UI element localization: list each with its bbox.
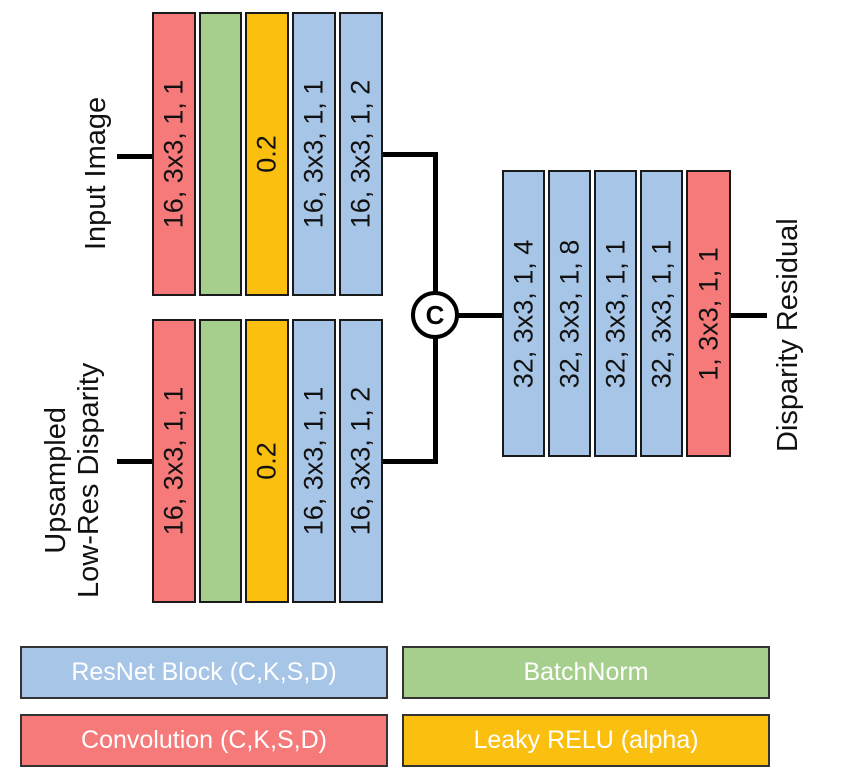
bottom-branch-out-wire	[383, 459, 438, 464]
block-label: 0.2	[251, 135, 282, 173]
top-branch-out-wire	[383, 152, 438, 157]
legend-batchnorm: BatchNorm	[402, 646, 770, 699]
bottom-resnet-block-1: 16, 3x3, 1, 1	[292, 319, 336, 603]
block-label: 16, 3x3, 1, 1	[158, 79, 189, 229]
legend-batchnorm-label: BatchNorm	[523, 658, 649, 686]
top-resnet-block-2: 16, 3x3, 1, 2	[339, 12, 383, 296]
bottom-resnet-block-2: 16, 3x3, 1, 2	[339, 319, 383, 603]
legend-convolution: Convolution (C,K,S,D)	[20, 714, 388, 767]
bottom-branch-up-wire	[433, 338, 438, 464]
output-wire	[731, 313, 767, 318]
block-label: 0.2	[251, 442, 282, 480]
block-label: 16, 3x3, 1, 2	[345, 79, 376, 229]
bottom-conv-block: 16, 3x3, 1, 1	[152, 319, 196, 603]
legend-resnet-label: ResNet Block (C,K,S,D)	[71, 658, 337, 686]
top-branch-down-wire	[433, 152, 438, 292]
bottom-leaky-relu-block: 0.2	[245, 319, 289, 603]
merged-resnet-block-2: 32, 3x3, 1, 8	[548, 170, 591, 457]
legend-leaky-relu: Leaky RELU (alpha)	[402, 714, 770, 767]
block-label: 32, 3x3, 1, 8	[554, 239, 584, 388]
block-label: 16, 3x3, 1, 2	[345, 386, 376, 536]
block-label: 16, 3x3, 1, 1	[298, 386, 329, 536]
merged-resnet-block-4: 32, 3x3, 1, 1	[640, 170, 683, 457]
merged-resnet-block-1: 32, 3x3, 1, 4	[502, 170, 545, 457]
input-image-label: Input Image	[80, 96, 112, 250]
block-label: 16, 3x3, 1, 1	[298, 79, 329, 229]
concat-symbol: C	[425, 299, 445, 330]
legend-resnet: ResNet Block (C,K,S,D)	[20, 646, 388, 699]
legend-convolution-label: Convolution (C,K,S,D)	[81, 726, 327, 754]
legend-leaky-relu-label: Leaky RELU (alpha)	[473, 726, 699, 754]
top-leaky-relu-block: 0.2	[245, 12, 289, 296]
merged-conv-block: 1, 3x3, 1, 1	[686, 170, 731, 457]
low-res-disparity-label: Upsampled Low-Res Disparity	[40, 362, 106, 598]
block-label: 1, 3x3, 1, 1	[693, 246, 723, 381]
merged-resnet-block-3: 32, 3x3, 1, 1	[594, 170, 637, 457]
top-batchnorm-block	[199, 12, 242, 296]
top-resnet-block-1: 16, 3x3, 1, 1	[292, 12, 336, 296]
low-res-disparity-wire	[117, 459, 153, 464]
block-label: 32, 3x3, 1, 1	[600, 239, 630, 388]
concat-out-wire	[458, 313, 502, 318]
disparity-residual-label: Disparity Residual	[772, 218, 804, 452]
concat-icon: C	[411, 291, 459, 339]
bottom-batchnorm-block	[199, 319, 242, 603]
block-label: 16, 3x3, 1, 1	[158, 386, 189, 536]
block-label: 32, 3x3, 1, 1	[646, 239, 676, 388]
block-label: 32, 3x3, 1, 4	[508, 239, 538, 388]
input-image-wire	[117, 154, 153, 159]
top-conv-block: 16, 3x3, 1, 1	[152, 12, 196, 296]
